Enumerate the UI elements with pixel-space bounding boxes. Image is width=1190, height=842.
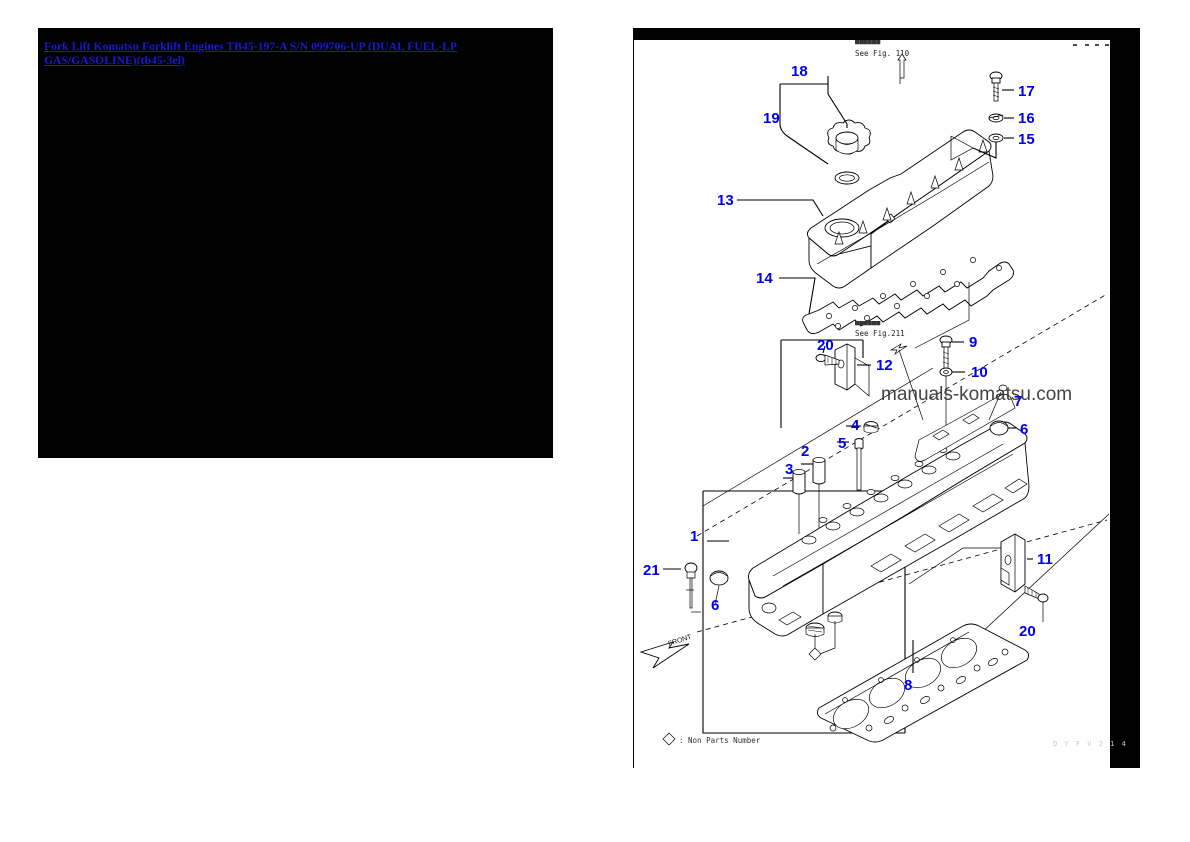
part-7-plug bbox=[988, 384, 1008, 421]
callout-3: 3 bbox=[785, 461, 793, 478]
callout-18-tick2 bbox=[827, 93, 848, 125]
part-8-head-gasket bbox=[816, 623, 1030, 743]
fig211-arrow bbox=[889, 343, 908, 356]
part-4-plug bbox=[863, 421, 879, 434]
page-top-band bbox=[633, 28, 1140, 40]
fig211-arrow-line bbox=[898, 349, 924, 421]
part-9-head-bolt bbox=[939, 335, 953, 372]
construction-line-a bbox=[702, 367, 934, 507]
part-17-cover-bolt bbox=[989, 71, 1003, 102]
callout-15-to-cover bbox=[972, 142, 997, 159]
part-1-cylinder-head bbox=[748, 394, 1030, 637]
callout-10: 10 bbox=[971, 364, 988, 381]
callout-14-leader bbox=[779, 277, 816, 315]
callout-14: 14 bbox=[756, 270, 773, 287]
callout-6-left: 6 bbox=[711, 597, 719, 614]
callout-20-upper-leader bbox=[822, 345, 826, 354]
callout-13-leader bbox=[737, 199, 824, 217]
part-20-bolt-lower bbox=[1024, 585, 1049, 622]
exploded-parts-diagram: ■■■■■■ See Fig. 110 bbox=[633, 28, 1140, 768]
callout-2: 2 bbox=[801, 443, 809, 460]
svg-text:See Fig.211: See Fig.211 bbox=[855, 329, 905, 338]
part-20-bolt-upper bbox=[815, 354, 840, 366]
bottom-plug-assembly bbox=[805, 611, 843, 661]
callout-19: 19 bbox=[763, 110, 780, 127]
fig110-stud bbox=[897, 53, 907, 84]
callout-1: 1 bbox=[690, 528, 698, 545]
callout-8-leader bbox=[912, 640, 914, 673]
legend-non-parts-number: : Non Parts Number bbox=[662, 732, 761, 746]
part-15-seal-washer bbox=[988, 133, 1004, 143]
svg-text:: Non Parts Number: : Non Parts Number bbox=[679, 736, 761, 745]
diagram-page-sheet bbox=[633, 40, 1110, 768]
part-10-washer bbox=[939, 367, 953, 377]
svg-text:■■■■■■: ■■■■■■ bbox=[855, 38, 881, 46]
explode-axis-lower bbox=[696, 519, 1108, 633]
part-16-washer bbox=[988, 113, 1004, 123]
callout-4: 4 bbox=[851, 417, 860, 434]
part-2-valve-seat bbox=[812, 457, 826, 485]
callout-18: 18 bbox=[791, 63, 808, 80]
callout-16: 16 bbox=[1018, 110, 1035, 127]
gasket-alignment-line bbox=[914, 282, 970, 349]
callout-5: 5 bbox=[838, 435, 846, 452]
watermark-text: manuals-komatsu.com bbox=[881, 384, 1072, 405]
callout-9: 9 bbox=[969, 334, 977, 351]
callout-1-bracket-lower bbox=[702, 491, 905, 734]
svg-text:See Fig. 110: See Fig. 110 bbox=[855, 49, 910, 58]
callout-8: 8 bbox=[904, 677, 912, 694]
callout-6-right: 6 bbox=[1020, 421, 1028, 438]
part-21-bolt bbox=[684, 562, 698, 609]
document-viewer-panel: Fork Lift Komatsu Forklift Engines TB45-… bbox=[38, 28, 553, 458]
callout-11: 11 bbox=[1037, 551, 1053, 568]
page-corner-code: D Y F V 2 1 4 bbox=[1053, 740, 1127, 748]
part-11-bracket bbox=[1000, 533, 1026, 593]
part-14-rocker-cover-gasket bbox=[802, 257, 1014, 335]
part-18-oil-filler-cap bbox=[827, 119, 871, 155]
part-13-rocker-cover bbox=[806, 129, 994, 289]
catalog-title-link[interactable]: Fork Lift Komatsu Forklift Engines TB45-… bbox=[44, 41, 458, 67]
part-6-cup-plug-left bbox=[709, 570, 729, 605]
callout-17: 17 bbox=[1018, 83, 1035, 100]
explode-axis-upper bbox=[696, 293, 1108, 537]
part-6-cup-plug-right bbox=[989, 420, 1009, 436]
callout-18-leader-a bbox=[780, 83, 829, 94]
reference-fig-110: ■■■■■■ See Fig. 110 bbox=[855, 38, 910, 58]
part-3-valve-guide bbox=[792, 469, 806, 495]
part-19-filler-cap-gasket bbox=[834, 171, 860, 185]
callout-12: 12 bbox=[876, 357, 893, 374]
page-right-band bbox=[1110, 28, 1140, 768]
non-parts-diamond-marker bbox=[808, 647, 822, 661]
callout-20-upper: 20 bbox=[817, 337, 834, 354]
callout-7: 7 bbox=[1014, 393, 1022, 410]
callout-19-leader bbox=[779, 116, 829, 165]
reference-fig-211: ■■■■■■ See Fig.211 bbox=[855, 319, 905, 338]
part-12-bracket bbox=[834, 343, 870, 397]
callout-20-lower: 20 bbox=[1019, 623, 1036, 640]
callout-15: 15 bbox=[1018, 131, 1035, 148]
cover-bolt-pointer bbox=[950, 135, 974, 161]
part-11-locate-line bbox=[908, 547, 1001, 585]
callout-21: 21 bbox=[643, 562, 660, 579]
svg-text:■■■■■■: ■■■■■■ bbox=[855, 319, 881, 327]
callout-numbers: 1 2 3 4 5 6 6 7 8 9 10 11 12 13 14 15 16… bbox=[643, 63, 1053, 694]
callout-13: 13 bbox=[717, 192, 734, 209]
part-5-stud bbox=[854, 438, 864, 491]
front-direction-arrow: FRONT bbox=[639, 634, 693, 669]
